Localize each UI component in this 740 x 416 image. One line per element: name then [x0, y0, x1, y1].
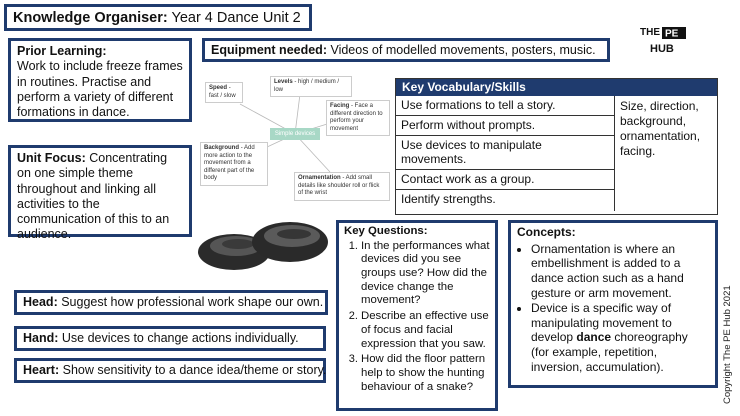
- title-text: Year 4 Dance Unit 2: [171, 10, 301, 26]
- equipment-text: Videos of modelled movements, posters, m…: [330, 43, 596, 57]
- title-label: Knowledge Organiser:: [13, 10, 168, 26]
- key-question-item: How did the floor pattern help to show t…: [361, 353, 490, 394]
- prior-learning-box: Prior Learning: Work to include freeze f…: [8, 38, 192, 122]
- equipment-box: Equipment needed: Videos of modelled mov…: [202, 38, 610, 62]
- concept-item: Ornamentation is where an embellishment …: [531, 242, 709, 301]
- head-label: Head:: [23, 295, 58, 309]
- head-box: Head: Suggest how professional work shap…: [14, 290, 328, 315]
- prior-learning-label: Prior Learning:: [17, 44, 107, 58]
- head-text: Suggest how professional work shape our …: [61, 295, 324, 309]
- logo-line1: THE: [640, 27, 660, 38]
- heart-box: Heart: Show sensitivity to a dance idea/…: [14, 358, 326, 383]
- mind-map-node-ornamentation: Ornamentation - Add small details like s…: [294, 172, 390, 201]
- vocab-row: Use formations to tell a story.: [396, 96, 615, 116]
- heart-text: Show sensitivity to a dance idea/theme o…: [62, 363, 327, 377]
- mind-map-node-speed: Speed - fast / slow: [205, 82, 243, 103]
- vocab-side-list: Size, direction, background, ornamentati…: [620, 99, 701, 158]
- hand-text: Use devices to change actions individual…: [61, 331, 299, 345]
- logo-line3: HUB: [650, 43, 674, 55]
- concept-item: Device is a specific way of manipulating…: [531, 301, 709, 374]
- key-question-item: Describe an effective use of focus and f…: [361, 310, 490, 351]
- vocab-row: Use devices to manipulate movements.: [396, 136, 615, 170]
- concepts-box: Concepts: Ornamentation is where an embe…: [508, 220, 718, 388]
- concepts-label: Concepts:: [517, 225, 576, 239]
- mind-map-node-background: Background - Add more action to the move…: [200, 142, 268, 186]
- equipment-label: Equipment needed:: [211, 43, 327, 57]
- mind-map-center: Simple devices: [270, 128, 320, 140]
- unit-focus-label: Unit Focus:: [17, 151, 86, 165]
- vocab-row: Contact work as a group.: [396, 170, 615, 190]
- page-title: Knowledge Organiser: Year 4 Dance Unit 2: [4, 4, 312, 31]
- vocab-row: Identify strengths.: [396, 190, 615, 211]
- hand-label: Hand:: [23, 331, 59, 345]
- simple-devices-mind-map: Speed - fast / slow Levels - high / medi…: [200, 68, 390, 201]
- pe-hub-logo: THE PE HUB: [634, 22, 690, 58]
- prior-learning-text: Work to include freeze frames in routine…: [17, 59, 183, 119]
- dance-stones-image: [198, 222, 328, 270]
- logo-line2: PE: [665, 29, 679, 40]
- copyright-text: Copyright The PE Hub 2021: [722, 285, 733, 404]
- unit-focus-text: Concentrating on one simple theme throug…: [17, 151, 170, 242]
- key-questions-box: Key Questions: In the performances what …: [336, 220, 498, 411]
- mind-map-node-facing: Facing - Face a different direction to p…: [326, 100, 390, 136]
- key-vocabulary-table: Key Vocabulary/Skills Use formations to …: [395, 78, 718, 215]
- vocab-header: Key Vocabulary/Skills: [396, 79, 717, 96]
- key-questions-label: Key Questions:: [344, 225, 428, 237]
- vocab-row: Perform without prompts.: [396, 116, 615, 136]
- unit-focus-box: Unit Focus: Concentrating on one simple …: [8, 145, 192, 241]
- key-question-item: In the performances what devices did you…: [361, 240, 490, 308]
- hand-box: Hand: Use devices to change actions indi…: [14, 326, 326, 351]
- mind-map-node-levels: Levels - high / medium / low: [270, 76, 352, 97]
- heart-label: Heart:: [23, 363, 60, 377]
